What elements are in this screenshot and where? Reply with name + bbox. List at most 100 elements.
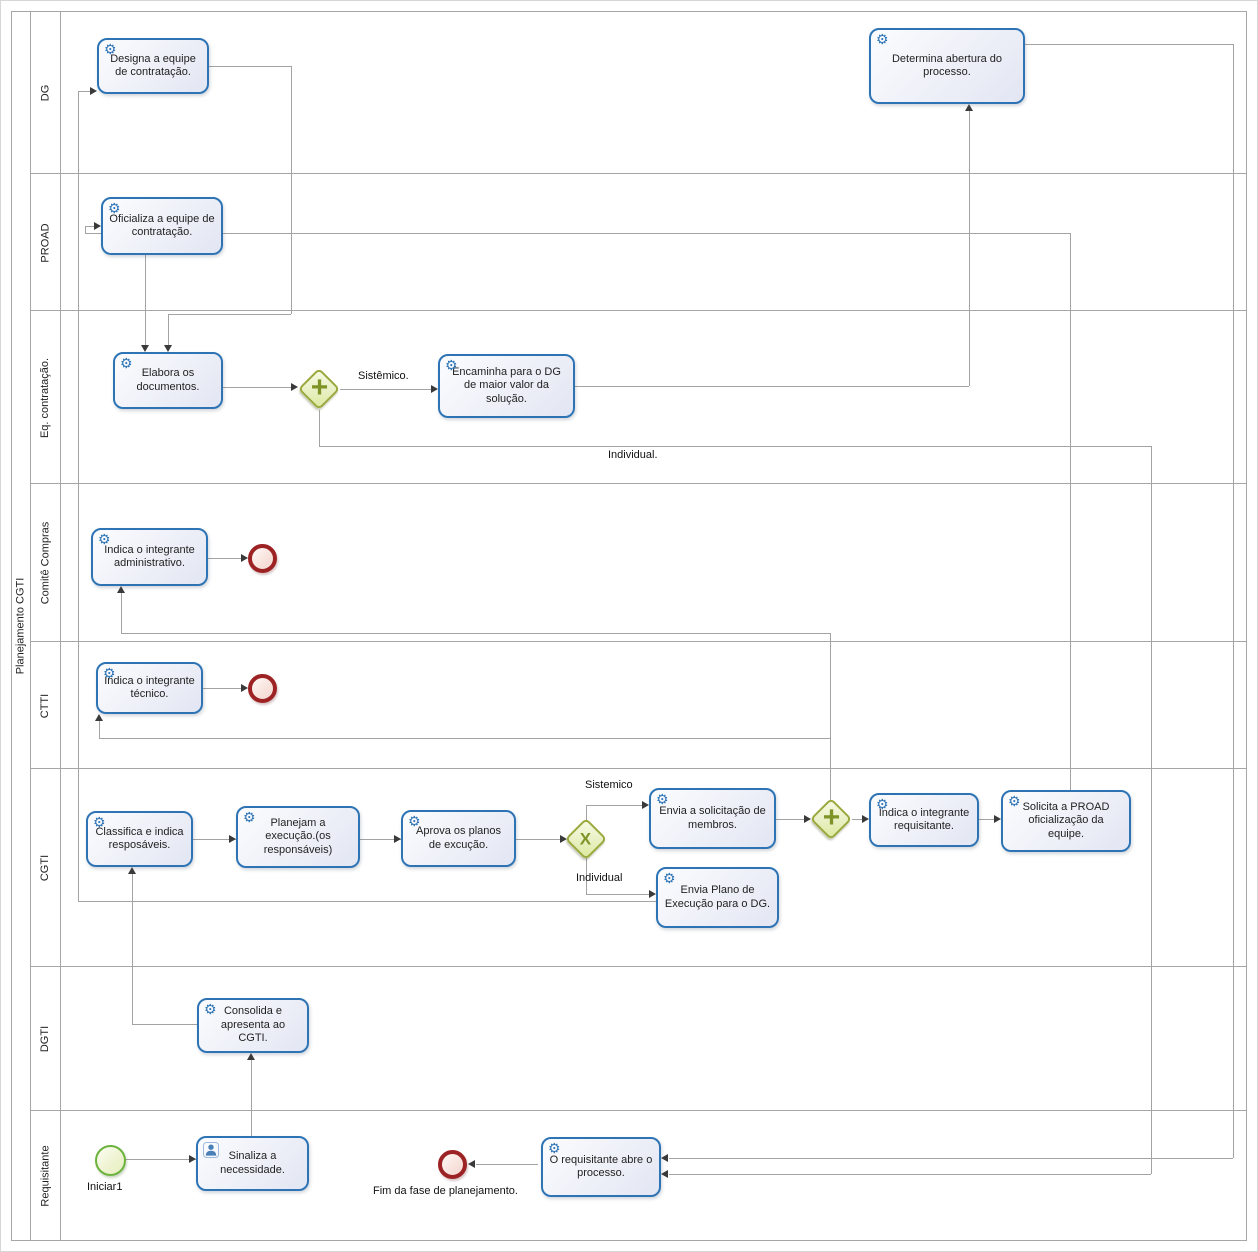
arrowhead-d <box>141 345 149 352</box>
lane-label-dg[interactable]: DG <box>31 11 61 174</box>
flow-segment <box>1070 233 1071 790</box>
task-determina-abertura[interactable]: ⚙ Determina abertura do processo. <box>869 28 1025 104</box>
task-sinaliza-necessidade[interactable]: Sinaliza a necessidade. <box>196 1136 309 1191</box>
service-task-gear-icon: ⚙ <box>243 809 256 825</box>
task-label: Classifica e indica resposáveis. <box>95 825 184 851</box>
arrowhead-u <box>128 867 136 874</box>
lane-label-ctti[interactable]: CTTI <box>31 642 61 769</box>
lane-label-comite-compras[interactable]: Comitê Compras <box>31 484 61 642</box>
user-task-person-icon <box>203 1142 219 1162</box>
task-aprova-planos[interactable]: ⚙ Aprova os planos de excução. <box>401 810 516 867</box>
flow-segment <box>132 1024 197 1025</box>
flow-segment <box>85 233 1070 234</box>
arrowhead-r <box>241 554 248 562</box>
task-indica-integrante-requisitante[interactable]: ⚙ Indica o integrante requisitante. <box>869 793 979 847</box>
start-event-iniciar1[interactable] <box>95 1145 126 1176</box>
flow-label-sistemico-eq: Sistêmico. <box>358 370 409 382</box>
end-event-comite[interactable] <box>248 544 277 573</box>
task-solicita-proad[interactable]: ⚙ Solicita a PROAD oficialização da equi… <box>1001 790 1131 852</box>
arrowhead-r <box>804 815 811 823</box>
start-event-label: Iniciar1 <box>87 1181 123 1193</box>
task-label: Planejam a execução.(os responsáveis) <box>263 816 333 856</box>
flow-segment <box>99 718 100 738</box>
lane-eq-contratacao[interactable] <box>31 311 1247 484</box>
task-envia-solicitacao-membros[interactable]: ⚙ Envia a solicitação de membros. <box>649 788 776 849</box>
task-indica-integrante-tecnico[interactable]: ⚙ Indica o integrante técnico. <box>96 662 203 714</box>
lane-proad[interactable] <box>31 174 1247 311</box>
arrowhead-d <box>164 345 172 352</box>
service-task-gear-icon: ⚙ <box>876 31 889 47</box>
lane-ctti[interactable] <box>31 642 1247 769</box>
service-task-gear-icon: ⚙ <box>98 531 111 547</box>
flow-label-sistemico-cgti: Sistemico <box>585 779 633 791</box>
service-task-gear-icon: ⚙ <box>104 41 117 57</box>
flow-segment <box>852 819 867 820</box>
task-requisitante-abre-processo[interactable]: ⚙ O requisitante abre o processo. <box>541 1137 661 1197</box>
flow-segment <box>168 314 169 346</box>
service-task-gear-icon: ⚙ <box>93 814 106 830</box>
flow-segment <box>586 805 587 824</box>
flow-segment <box>145 255 146 346</box>
task-label: Indica o integrante requisitante. <box>878 806 970 832</box>
task-label: Solicita a PROAD oficialização da equipe… <box>1022 800 1110 840</box>
arrowhead-r <box>94 222 101 230</box>
flow-segment <box>121 590 122 633</box>
lane-label-cgti[interactable]: CGTI <box>31 769 61 967</box>
task-encaminha-dg[interactable]: ⚙ Encaminha para o DG de maior valor da … <box>438 354 575 418</box>
flow-segment <box>208 558 242 559</box>
flow-segment <box>340 389 432 390</box>
lane-label-dgti[interactable]: DGTI <box>31 967 61 1111</box>
arrowhead-r <box>994 815 1001 823</box>
exclusive-gateway-x-symbol: X <box>580 829 592 849</box>
task-envia-plano-execucao[interactable]: ⚙ Envia Plano de Execução para o DG. <box>656 867 779 928</box>
flow-segment <box>203 688 242 689</box>
arrowhead-u <box>965 104 973 111</box>
flow-segment <box>586 856 587 894</box>
pool-planejamento-cgti[interactable] <box>11 11 1247 1241</box>
flow-segment <box>209 66 291 67</box>
flow-segment <box>291 66 292 314</box>
task-planejam-execucao[interactable]: ⚙ Planejam a execução.(os responsáveis) <box>236 806 360 868</box>
task-label: Encaminha para o DG de maior valor da so… <box>452 365 561 405</box>
service-task-gear-icon: ⚙ <box>445 357 458 373</box>
end-event-label: Fim da fase de planejamento. <box>373 1185 518 1197</box>
flow-segment <box>223 387 292 388</box>
task-label: Indica o integrante técnico. <box>104 674 195 700</box>
service-task-gear-icon: ⚙ <box>876 796 889 812</box>
pool-label-strip[interactable]: Planejamento CGTI <box>11 11 31 1241</box>
lane-comite-compras[interactable] <box>31 484 1247 642</box>
service-task-gear-icon: ⚙ <box>1008 793 1021 809</box>
arrowhead-l <box>468 1160 475 1168</box>
flow-segment <box>319 410 320 446</box>
lane-label-proad[interactable]: PROAD <box>31 174 61 311</box>
flow-segment <box>969 111 970 386</box>
end-event-planejamento[interactable] <box>438 1150 467 1179</box>
arrowhead-l <box>661 1154 668 1162</box>
task-consolida-apresenta[interactable]: ⚙ Consolida e apresenta ao CGTI. <box>197 998 309 1053</box>
task-label: Consolida e apresenta ao CGTI. <box>220 1005 286 1045</box>
task-indica-integrante-administrativo[interactable]: ⚙ Indica o integrante administrativo. <box>91 528 208 586</box>
arrowhead-u <box>117 586 125 593</box>
lane-label-requisitante[interactable]: Requisitante <box>31 1111 61 1241</box>
lane-label-eq-contratacao[interactable]: Eq. contratação. <box>31 311 61 484</box>
task-classifica-indica[interactable]: ⚙ Classifica e indica resposáveis. <box>86 811 193 867</box>
task-label: O requisitante abre o processo. <box>549 1153 653 1179</box>
arrowhead-r <box>229 835 236 843</box>
task-label: Indica o integrante administrativo. <box>104 543 195 569</box>
lane-cgti[interactable] <box>31 769 1247 967</box>
parallel-gateway-plus-symbol: + <box>823 800 841 834</box>
lane-dgti[interactable] <box>31 967 1247 1111</box>
task-oficializa-equipe[interactable]: ⚙ Oficializa a equipe de contratação. <box>101 197 223 255</box>
task-elabora-documentos[interactable]: ⚙ Elabora os documentos. <box>113 352 223 409</box>
lane-dg[interactable] <box>31 11 1247 174</box>
end-event-ctti[interactable] <box>248 674 277 703</box>
service-task-gear-icon: ⚙ <box>108 200 121 216</box>
task-label: Elabora os documentos. <box>136 367 200 393</box>
flow-segment <box>979 819 999 820</box>
flow-segment <box>85 226 86 234</box>
flow-segment <box>669 1174 1151 1175</box>
flow-segment <box>476 1164 538 1165</box>
arrowhead-r <box>241 684 248 692</box>
task-designa-equipe[interactable]: ⚙ Designa a equipe de contratação. <box>97 38 209 94</box>
arrowhead-r <box>862 815 869 823</box>
